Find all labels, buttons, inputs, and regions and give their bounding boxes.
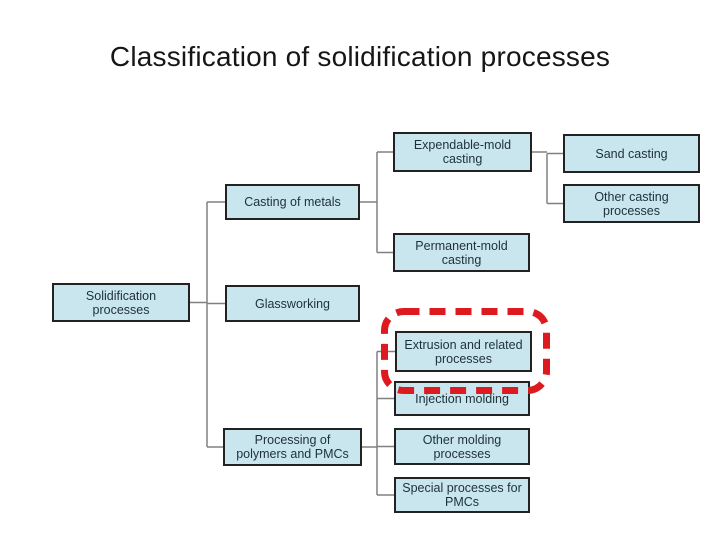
node-solidification-processes: Solidification processes bbox=[52, 283, 190, 322]
node-extrusion-and-related-processes: Extrusion and related processes bbox=[395, 331, 532, 372]
node-expendable-mold-casting: Expendable-mold casting bbox=[393, 132, 532, 172]
node-other-casting-processes: Other casting processes bbox=[563, 184, 700, 223]
node-glassworking: Glassworking bbox=[225, 285, 360, 322]
node-processing-of-polymers-and-pmcs: Processing of polymers and PMCs bbox=[223, 428, 362, 466]
node-injection-molding: Injection molding bbox=[394, 381, 530, 416]
node-permanent-mold-casting: Permanent-mold casting bbox=[393, 233, 530, 272]
node-special-processes-for-pmcs: Special processes for PMCs bbox=[394, 477, 530, 513]
node-other-molding-processes: Other molding processes bbox=[394, 428, 530, 465]
node-casting-of-metals: Casting of metals bbox=[225, 184, 360, 220]
slide-title: Classification of solidification process… bbox=[109, 41, 611, 72]
node-sand-casting: Sand casting bbox=[563, 134, 700, 173]
